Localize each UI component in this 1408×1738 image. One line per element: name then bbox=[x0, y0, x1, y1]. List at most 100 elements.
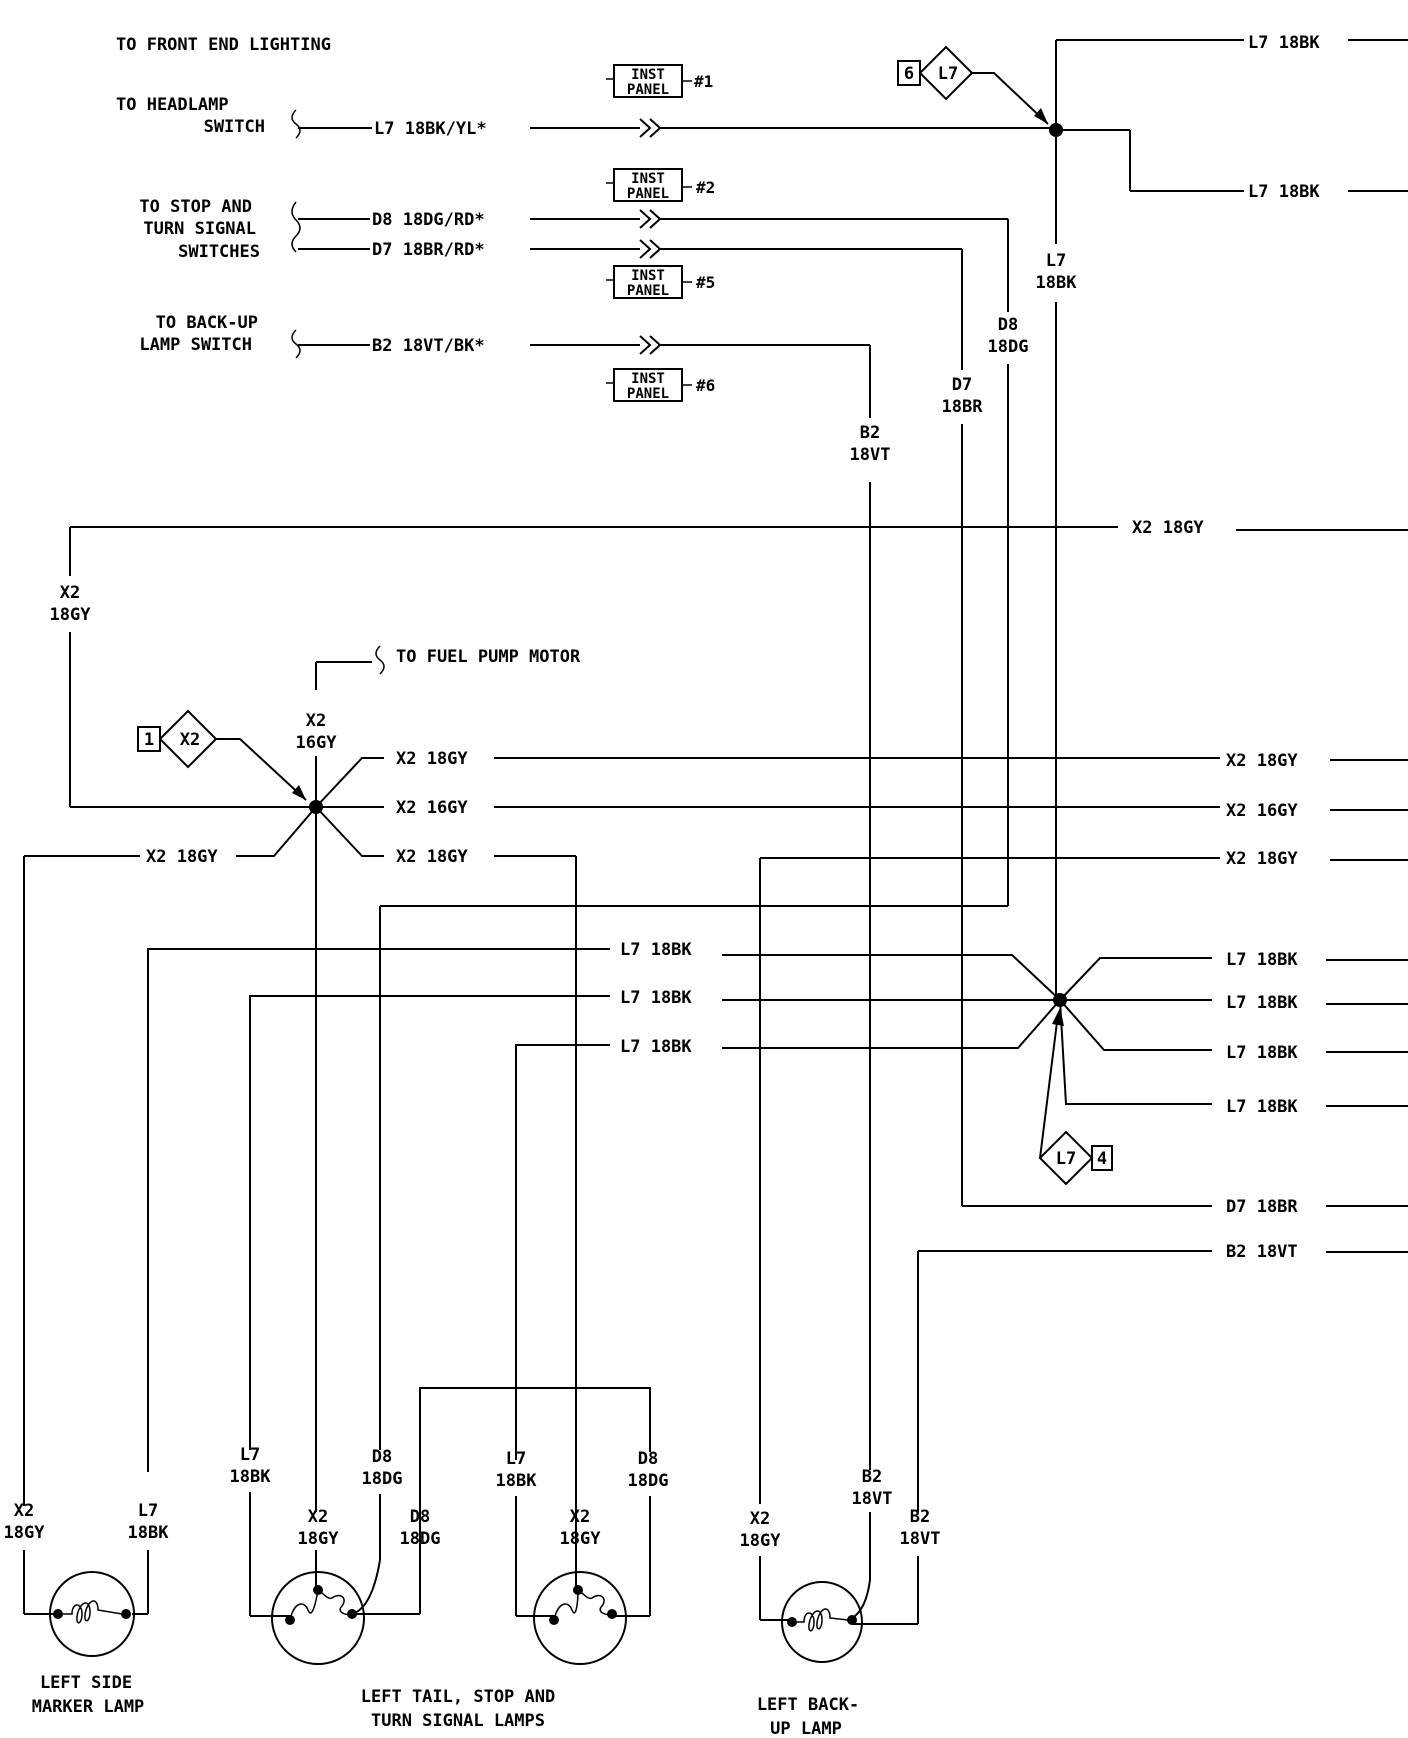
tail1-l7-label-2: 18BK bbox=[230, 1467, 272, 1487]
side-l7-label-2: 18BK bbox=[128, 1523, 170, 1543]
right-label-l7-d: L7 18BK bbox=[1226, 1097, 1298, 1117]
tail1-d8b-label-1: D8 bbox=[410, 1507, 430, 1527]
l7-vertical-label-1: L7 bbox=[1046, 251, 1066, 271]
d8-vertical-label-1: D8 bbox=[998, 315, 1018, 335]
x2-fuel-vertical-label-1: X2 bbox=[306, 711, 326, 731]
tail2-x2-label-2: 18GY bbox=[560, 1529, 602, 1549]
svg-text:INST: INST bbox=[631, 268, 665, 284]
side-marker-caption-1: LEFT SIDE bbox=[40, 1673, 132, 1693]
b2-vertical-label-2: 18VT bbox=[850, 445, 891, 465]
backup-lamp-caption-2: UP LAMP bbox=[770, 1719, 842, 1738]
upper-wire-b2: B2 18VT/BK* bbox=[298, 335, 871, 418]
wire-label-b2-18vt-bk: B2 18VT/BK* bbox=[372, 336, 485, 356]
inst-panel-connector-5: INST PANEL #5 bbox=[606, 265, 715, 299]
right-label-b2: B2 18VT bbox=[1226, 1242, 1298, 1262]
backup-x2-label-1: X2 bbox=[750, 1509, 770, 1529]
tail2-l7-label-2: 18BK bbox=[496, 1471, 538, 1491]
mid-label-l7-c: L7 18BK bbox=[620, 1037, 692, 1057]
left-tail-stop-turn-lamp-2 bbox=[533, 1571, 627, 1665]
inst-panel-connector-2: INST PANEL #2 bbox=[606, 168, 715, 202]
splice-1-tag: 1 X2 bbox=[137, 709, 307, 801]
splice-4-tag: L7 4 bbox=[1038, 1008, 1113, 1186]
stop-turn-switch-label-2: TURN SIGNAL bbox=[143, 219, 256, 239]
backup-x2-label-2: 18GY bbox=[740, 1531, 782, 1551]
mid-label-x2-a: X2 18GY bbox=[396, 749, 468, 769]
upper-wire-d8: D8 18DG/RD* bbox=[298, 209, 1009, 312]
fuel-pump-label: TO FUEL PUMP MOTOR bbox=[396, 647, 581, 667]
tail1-l7-label-1: L7 bbox=[240, 1445, 260, 1465]
headlamp-brace bbox=[291, 109, 301, 139]
tail1-d8-label-2: 18DG bbox=[362, 1469, 403, 1489]
headlamp-switch-label-2: SWITCH bbox=[204, 117, 265, 137]
x2-left-vertical-label-2: 18GY bbox=[50, 605, 92, 625]
left-side-marker-lamp bbox=[49, 1571, 135, 1657]
l7-vertical-label-2: 18BK bbox=[1036, 273, 1078, 293]
d7-vertical-label-1: D7 bbox=[952, 375, 972, 395]
stop-turn-switch-label-3: SWITCHES bbox=[178, 242, 260, 262]
right-label-l7-top: L7 18BK bbox=[1248, 33, 1320, 53]
d7-vertical-label-2: 18BR bbox=[942, 397, 984, 417]
right-label-x2-b: X2 16GY bbox=[1226, 801, 1298, 821]
side-marker-caption-2: MARKER LAMP bbox=[32, 1697, 145, 1717]
b2-vertical-label-1: B2 bbox=[860, 423, 880, 443]
backup-lamp-caption-1: LEFT BACK- bbox=[757, 1695, 859, 1715]
tail-lamps-caption-2: TURN SIGNAL LAMPS bbox=[371, 1711, 545, 1731]
right-label-l7-a: L7 18BK bbox=[1226, 950, 1298, 970]
svg-text:INST: INST bbox=[631, 371, 665, 387]
backup-b2a-label-1: B2 bbox=[862, 1467, 882, 1487]
tail1-x2-label-1: X2 bbox=[308, 1507, 328, 1527]
right-label-l7-c: L7 18BK bbox=[1226, 1043, 1298, 1063]
stop-turn-switch-label-1: TO STOP AND bbox=[139, 197, 252, 217]
fuel-pump-brace bbox=[375, 645, 385, 675]
tail2-x2-label-1: X2 bbox=[570, 1507, 590, 1527]
svg-text:X2: X2 bbox=[180, 730, 200, 750]
svg-text:INST: INST bbox=[631, 171, 665, 187]
inst-panel-connector-6: INST PANEL #6 bbox=[606, 368, 715, 402]
splice-6-tag: 6 L7 bbox=[897, 45, 1049, 125]
front-end-lighting-label: TO FRONT END LIGHTING bbox=[116, 35, 331, 55]
mid-label-l7-b: L7 18BK bbox=[620, 988, 692, 1008]
right-label-x2-c: X2 18GY bbox=[1226, 849, 1298, 869]
left-tail-stop-turn-lamp-1 bbox=[271, 1571, 365, 1665]
svg-text:L7: L7 bbox=[1056, 1149, 1076, 1169]
svg-text:6: 6 bbox=[904, 64, 914, 84]
right-label-l7-second: L7 18BK bbox=[1248, 182, 1320, 202]
inst-panel-connector-1: INST PANEL #1 bbox=[606, 64, 713, 98]
mid-label-x2-b: X2 16GY bbox=[396, 798, 468, 818]
d8-vertical-label-2: 18DG bbox=[988, 337, 1029, 357]
stop-turn-brace bbox=[291, 201, 301, 253]
backup-switch-label-2: LAMP SWITCH bbox=[139, 335, 252, 355]
x2-left-vertical-label-1: X2 bbox=[60, 583, 80, 603]
right-label-x2-a: X2 18GY bbox=[1226, 751, 1298, 771]
backup-b2b-label-1: B2 bbox=[910, 1507, 930, 1527]
tail2-d8-label-2: 18DG bbox=[628, 1471, 669, 1491]
right-label-x2-upper: X2 18GY bbox=[1132, 518, 1204, 538]
side-x2-label-1: X2 bbox=[14, 1501, 34, 1521]
backup-brace bbox=[291, 329, 301, 359]
wire-label-d7-18br-rd: D7 18BR/RD* bbox=[372, 240, 485, 260]
backup-switch-label-1: TO BACK-UP bbox=[156, 313, 258, 333]
svg-text:PANEL: PANEL bbox=[627, 186, 669, 202]
tail2-d8-label-1: D8 bbox=[638, 1449, 658, 1469]
left-backup-lamp bbox=[781, 1581, 863, 1663]
right-label-d7: D7 18BR bbox=[1226, 1197, 1298, 1217]
svg-text:1: 1 bbox=[144, 730, 154, 750]
backup-b2a-label-2: 18VT bbox=[852, 1489, 893, 1509]
side-x2-label-2: 18GY bbox=[4, 1523, 46, 1543]
tail-lamps-caption-1: LEFT TAIL, STOP AND bbox=[361, 1687, 555, 1707]
wire-label-d8-18dg-rd: D8 18DG/RD* bbox=[372, 210, 485, 230]
tail2-l7-label-1: L7 bbox=[506, 1449, 526, 1469]
svg-text:#6: #6 bbox=[696, 376, 715, 395]
svg-text:PANEL: PANEL bbox=[627, 283, 669, 299]
x2-fuel-vertical-label-2: 16GY bbox=[296, 733, 338, 753]
backup-b2b-label-2: 18VT bbox=[900, 1529, 941, 1549]
svg-text:#2: #2 bbox=[696, 178, 715, 197]
upper-wire-d7: D7 18BR/RD* bbox=[298, 239, 963, 370]
side-l7-label-1: L7 bbox=[138, 1501, 158, 1521]
svg-text:4: 4 bbox=[1097, 1149, 1107, 1169]
mid-label-x2-c: X2 18GY bbox=[396, 847, 468, 867]
svg-text:PANEL: PANEL bbox=[627, 386, 669, 402]
wire-label-l7-18bk-yl: L7 18BK/YL* bbox=[374, 119, 487, 139]
svg-text:#5: #5 bbox=[696, 273, 715, 292]
